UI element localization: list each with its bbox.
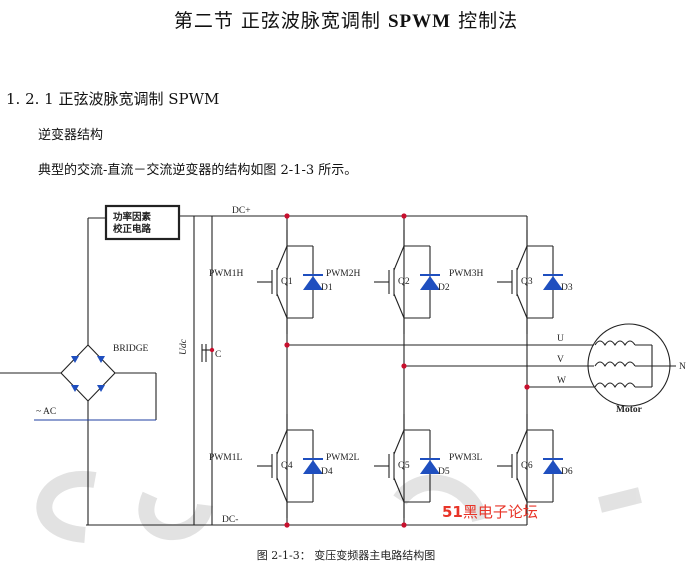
pwm-label: PWM2H — [326, 269, 360, 279]
motor-label: Motor — [616, 405, 643, 415]
pfc-box — [104, 204, 181, 241]
section-title-suffix: 控制法 — [458, 10, 519, 32]
junction-nodes — [209, 213, 530, 528]
watermark-logo — [36, 470, 642, 543]
udc-label: Udc — [179, 338, 189, 355]
bridge-label: BRIDGE — [113, 344, 149, 354]
figure-caption: 图 2-1-3： 变压变频器主电路结构图 — [256, 549, 436, 562]
diode-icon — [420, 460, 440, 474]
diode-icon — [543, 276, 563, 290]
bridge-diodes — [71, 356, 105, 392]
diode-icon — [543, 460, 563, 474]
section-title-prefix: 第二节 正弦波脉宽调制 — [173, 10, 381, 32]
subsection-title: 1. 2. 1 正弦波脉宽调制 SPWM — [6, 90, 220, 108]
q-label: Q1 — [281, 277, 293, 287]
q-label: Q5 — [398, 461, 410, 471]
motor — [587, 323, 676, 407]
d-label: D1 — [321, 283, 333, 293]
d-label: D2 — [438, 283, 450, 293]
pwm-label: PWM1H — [209, 269, 243, 279]
cap-label: C — [215, 350, 221, 360]
pwm-label: PWM3L — [449, 453, 482, 463]
pfc-label-2: 校正电路 — [113, 223, 152, 235]
q-label: Q6 — [521, 461, 533, 471]
diode-icon — [303, 276, 323, 290]
pfc-label-1: 功率因素 — [113, 211, 152, 223]
diode-icon — [303, 460, 323, 474]
heading: 逆变器结构 — [38, 128, 104, 143]
d-label: D3 — [561, 283, 573, 293]
d-label: D6 — [561, 467, 573, 477]
neutral-label: N — [679, 362, 686, 372]
dc-plus-label: DC+ — [232, 206, 251, 216]
paragraph: 典型的交流-直流－交流逆变器的结构如图 2-1-3 所示。 — [38, 163, 358, 178]
phase-v-label: V — [557, 355, 564, 365]
phase-w-label: W — [557, 376, 566, 386]
watermark-text: 51黑电子论坛 — [442, 501, 538, 522]
bridge-rectifier — [0, 344, 157, 525]
diode-icon — [420, 276, 440, 290]
phase-u-label: U — [557, 334, 564, 344]
d-label: D5 — [438, 467, 450, 477]
watermark-num: 51 — [442, 503, 463, 521]
switch-group: PWM1HQ1D1PWM2HQ2D2PWM3HQ3D3PWM1LQ4D4PWM2… — [209, 230, 573, 518]
d-label: D4 — [321, 467, 333, 477]
section-title: 第二节 正弦波脉宽调制 SPWM 控制法 — [0, 6, 692, 33]
section-title-bold: SPWM — [387, 11, 452, 32]
dc-minus-label: DC- — [222, 515, 238, 525]
q-label: Q2 — [398, 277, 410, 287]
q-label: Q3 — [521, 277, 533, 287]
pwm-label: PWM1L — [209, 453, 242, 463]
watermark-rest: 黑电子论坛 — [462, 503, 538, 521]
q-label: Q4 — [281, 461, 293, 471]
ac-label: ~ AC — [36, 407, 56, 417]
pwm-label: PWM3H — [449, 269, 483, 279]
pwm-label: PWM2L — [326, 453, 359, 463]
